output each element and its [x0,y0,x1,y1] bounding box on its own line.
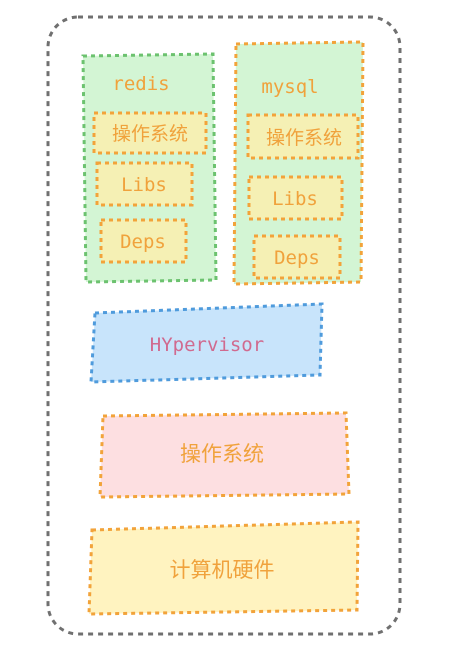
redis-libs-label: Libs [121,174,167,196]
redis-os-label: 操作系统 [112,123,188,145]
mysql-os-label: 操作系统 [266,127,342,149]
container-mysql: mysql 操作系统 Libs Deps [232,40,365,286]
host-os-label: 操作系统 [180,442,264,466]
outer-system-boundary [46,15,402,636]
mysql-deps-label: Deps [274,247,320,269]
mysql-libs-label: Libs [272,188,318,210]
hypervisor-label: HYpervisor [150,334,264,356]
redis-libs-layer [95,161,194,207]
redis-deps-layer [99,218,188,264]
mysql-label: mysql [261,76,318,98]
redis-label: redis [112,73,169,95]
mysql-deps-layer [252,234,342,280]
hardware-box [87,520,360,616]
redis-deps-label: Deps [120,231,166,253]
redis-os-layer [92,111,208,155]
host-os-box [98,411,351,499]
mysql-box [232,40,365,286]
hypervisor-box [89,302,324,384]
mysql-os-layer [246,113,360,160]
hardware-label: 计算机硬件 [170,558,275,582]
container-redis: redis 操作系统 Libs Deps [81,52,218,284]
mysql-libs-layer [247,175,344,221]
